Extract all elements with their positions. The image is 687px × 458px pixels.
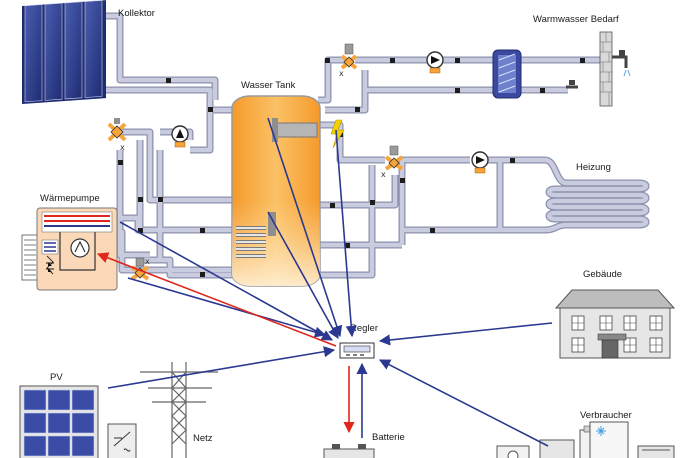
netz-label: Netz bbox=[193, 433, 213, 444]
batterie-label: Batterie bbox=[372, 432, 405, 443]
wasser-tank-label: Wasser Tank bbox=[241, 80, 296, 91]
pv-label: PV bbox=[50, 372, 63, 383]
water-tap-icon bbox=[566, 80, 578, 89]
water-tap-icon bbox=[612, 50, 631, 77]
pipe-network bbox=[105, 12, 602, 279]
heizung-label: Heizung bbox=[576, 162, 611, 173]
warmwasser-bedarf-label: Warmwasser Bedarf bbox=[533, 14, 619, 25]
floor-heating-coil bbox=[544, 156, 650, 234]
pump-icon bbox=[471, 151, 489, 174]
battery-icon bbox=[323, 444, 375, 458]
pv-panel bbox=[19, 385, 99, 458]
kollektor-label: Kollektor bbox=[118, 8, 155, 19]
wall-with-taps bbox=[599, 31, 613, 107]
svg-text:x: x bbox=[145, 257, 150, 266]
signal-arrows bbox=[96, 117, 553, 447]
verbraucher-label: Verbraucher bbox=[580, 410, 632, 421]
water-tank bbox=[231, 95, 321, 287]
heat-exchanger-icon bbox=[492, 49, 522, 99]
three-way-valve-icon: x bbox=[107, 118, 127, 152]
solar-collector bbox=[22, 0, 106, 104]
pump-icon bbox=[171, 125, 189, 148]
gebaeude-label: Gebäude bbox=[583, 269, 622, 280]
waermepumpe-label: Wärmepumpe bbox=[40, 193, 100, 204]
three-way-valve-icon: x bbox=[381, 145, 404, 179]
svg-text:x: x bbox=[120, 143, 125, 152]
building-icon bbox=[554, 289, 676, 359]
appliances-icon bbox=[496, 421, 675, 458]
svg-text:x: x bbox=[381, 170, 386, 179]
heat-pump-unit bbox=[21, 207, 118, 291]
regler-label: Regler bbox=[350, 323, 378, 334]
three-way-valve-icon: x bbox=[339, 43, 358, 78]
controller-icon bbox=[339, 342, 375, 359]
pump-icon bbox=[426, 51, 444, 74]
lightning-icon bbox=[330, 119, 345, 149]
svg-text:x: x bbox=[339, 69, 344, 78]
inverter-icon bbox=[107, 423, 137, 458]
